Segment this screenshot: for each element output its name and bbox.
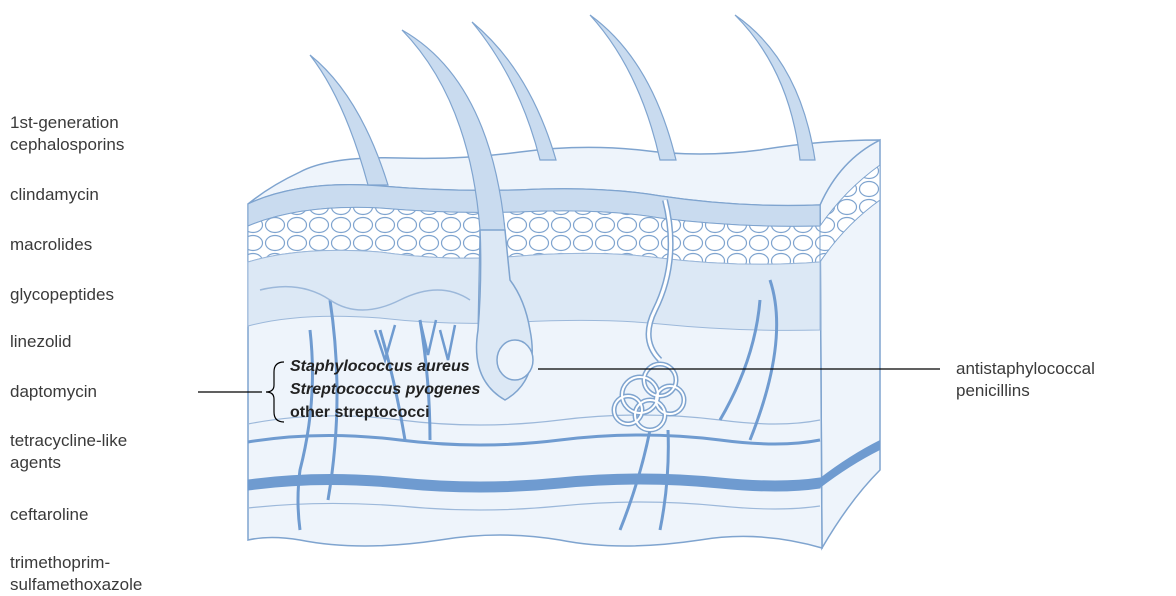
hair-bulb bbox=[497, 340, 533, 380]
drug-label: clindamycin bbox=[10, 184, 99, 206]
organism-staphylococcus-aureus: Staphylococcus aureus bbox=[290, 357, 470, 377]
drug-label: ceftaroline bbox=[10, 504, 88, 526]
drug-label: linezolid bbox=[10, 331, 71, 353]
drug-label: trimethoprim-sulfamethoxazole bbox=[10, 552, 142, 596]
hair-shaft-4 bbox=[590, 15, 676, 160]
hair-shaft-5 bbox=[735, 15, 815, 160]
drug-label: glycopeptides bbox=[10, 284, 114, 306]
drug-label: daptomycin bbox=[10, 381, 97, 403]
drug-label: macrolides bbox=[10, 234, 92, 256]
organism-other-streptococci: other streptococci bbox=[290, 403, 430, 423]
organism-streptococcus-pyogenes: Streptococcus pyogenes bbox=[290, 380, 480, 400]
